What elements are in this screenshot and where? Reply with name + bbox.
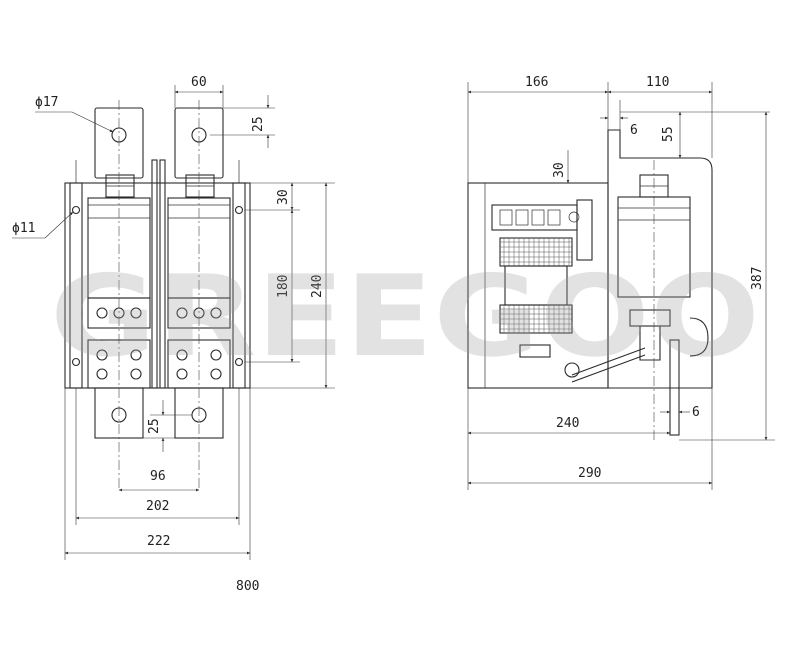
watermark: GREEGOO [50, 252, 760, 382]
pivot [564, 362, 580, 378]
dim-30-side-label: 30 [552, 162, 567, 178]
watermark-text: GREEGOO [50, 252, 760, 382]
dim-6-top-label: 6 [630, 123, 638, 138]
armature [491, 204, 578, 231]
caption-label: 800 [236, 579, 259, 594]
lever-arc [689, 317, 709, 357]
spring-block [629, 309, 671, 327]
dim-30-label: 30 [276, 189, 291, 205]
dim-202-label: 202 [146, 499, 169, 514]
dim-25-bottom-label: 25 [147, 418, 162, 434]
dim-240-side-label: 240 [556, 416, 579, 431]
dim-25-top-label: 25 [251, 116, 266, 132]
dim-96-label: 96 [150, 469, 166, 484]
dim-240-label: 240 [310, 275, 325, 298]
dim-6-bottom-label: 6 [692, 405, 700, 420]
side-view: 166 110 6 55 30 387 6 240 290 [467, 75, 775, 490]
dim-110-label: 110 [646, 75, 669, 90]
side-housing [607, 129, 713, 389]
phi11-label: ϕ11 [12, 221, 35, 236]
actuator-rod [669, 339, 680, 436]
dim-60-label: 60 [191, 75, 207, 90]
dim-290-label: 290 [578, 466, 601, 481]
mount-hole [71, 205, 81, 215]
front-view: 60 25 30 180 240 25 96 202 [12, 75, 335, 560]
dim-55-label: 55 [661, 126, 676, 142]
dim-387-label: 387 [750, 267, 765, 290]
phi17-label: ϕ17 [35, 95, 58, 110]
dim-166-label: 166 [525, 75, 548, 90]
dim-222-label: 222 [147, 534, 170, 549]
coil-hatching [500, 238, 572, 333]
dim-180-label: 180 [276, 275, 291, 298]
